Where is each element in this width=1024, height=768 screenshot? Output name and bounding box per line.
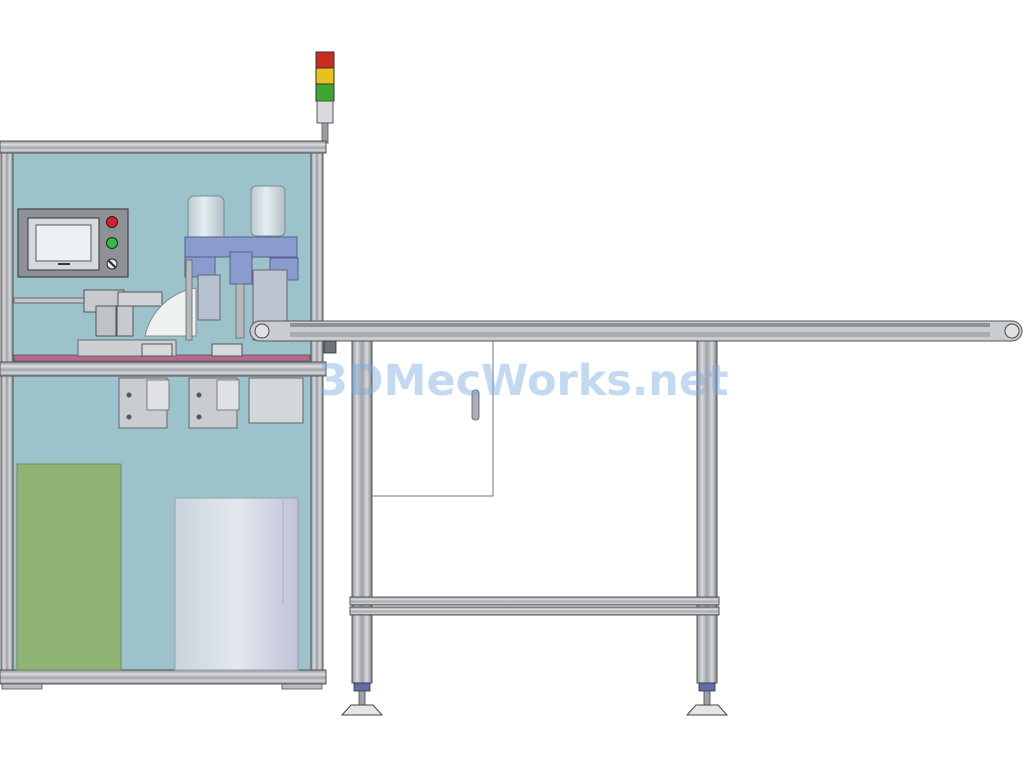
conveyor-foot-right <box>685 682 729 716</box>
belt-pulley-right <box>1004 323 1020 339</box>
signal-tower <box>315 51 335 144</box>
signal-tower-pole <box>321 122 329 144</box>
electrical-panel-green <box>16 463 122 671</box>
cabinet-top-rail <box>0 140 327 154</box>
signal-lamp-yellow <box>315 67 335 85</box>
conveyor-crossbar-lower <box>349 606 720 616</box>
cutting-disc <box>144 287 197 337</box>
cabinet-foot-left <box>1 683 43 690</box>
cabinet-bottom-rail <box>0 669 327 685</box>
signal-tower-base <box>316 100 334 124</box>
fixture-left <box>141 343 173 357</box>
conveyor <box>249 320 1023 716</box>
signal-lamp-red <box>315 51 335 69</box>
start-button-green <box>106 237 118 249</box>
material-drum <box>174 497 299 671</box>
valve-box <box>248 377 304 424</box>
cabinet-right-post <box>310 152 324 674</box>
conveyor-leg-right <box>696 340 718 684</box>
press-mechanism <box>184 185 299 341</box>
signal-lamp-green <box>315 83 335 102</box>
machine-cabinet <box>0 140 327 690</box>
cabinet-left-post <box>0 152 14 674</box>
conveyor-leg-left <box>351 340 373 684</box>
belt-bracket <box>323 340 337 354</box>
control-panel <box>17 208 129 278</box>
fixture-right <box>211 343 243 357</box>
touch-screen-hmi <box>35 224 92 262</box>
stop-button-red <box>106 216 118 228</box>
cabinet-middle-rail <box>0 361 327 377</box>
conveyor-foot-left <box>340 682 384 716</box>
door-handle <box>471 389 480 421</box>
motor-right <box>250 185 286 237</box>
cabinet-foot-right <box>281 683 323 690</box>
conveyor-crossbar-upper <box>349 596 720 606</box>
motor-left <box>187 195 225 243</box>
belt-pulley-left <box>254 323 270 339</box>
